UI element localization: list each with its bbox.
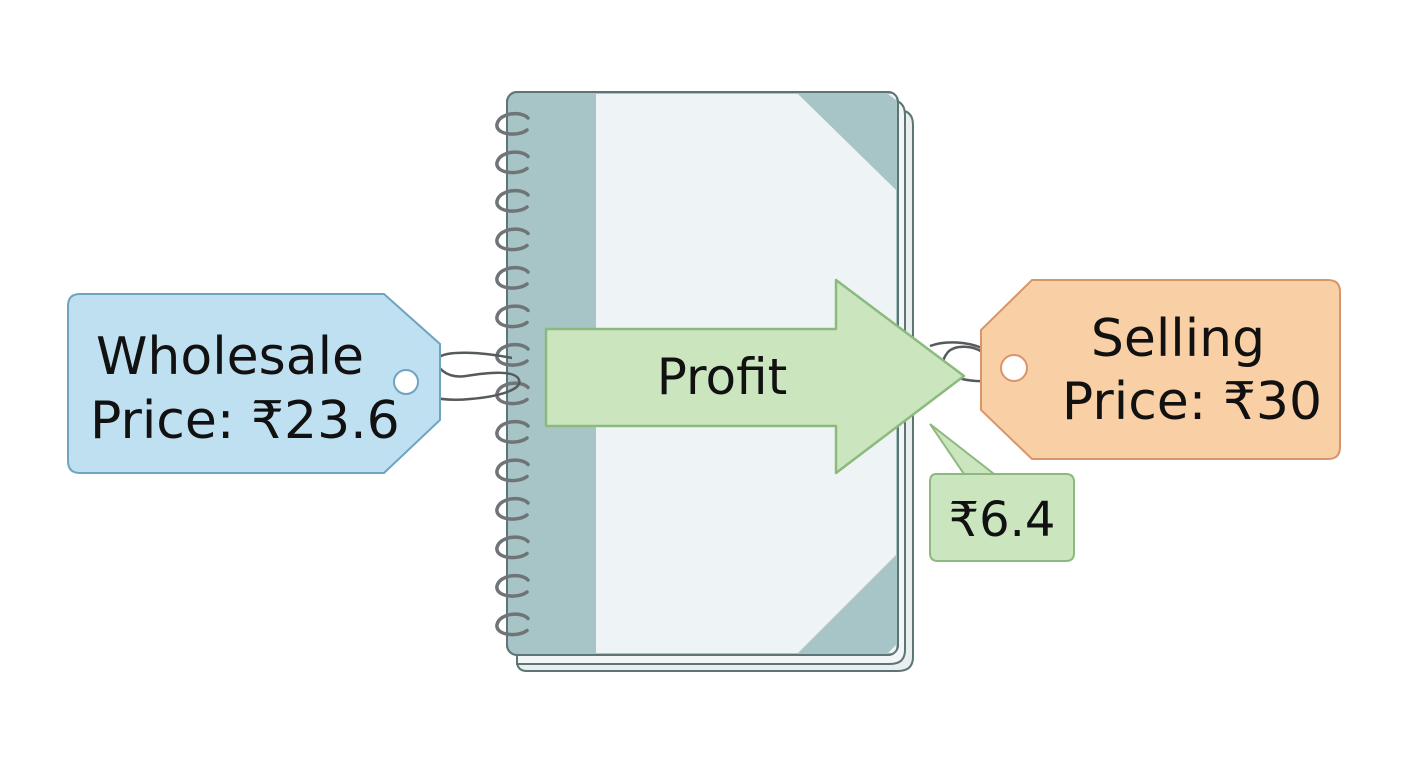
selling-price-tag: Selling Price: ₹30 bbox=[980, 279, 1341, 460]
spiral-ring bbox=[495, 419, 530, 444]
spiral-ring bbox=[495, 265, 530, 290]
notebook-corner-top bbox=[798, 94, 896, 190]
profit-callout: ₹6.4 bbox=[929, 423, 1075, 562]
spiral-ring bbox=[495, 111, 530, 136]
selling-tag-body bbox=[980, 279, 1341, 460]
spiral-ring bbox=[495, 150, 530, 175]
profit-callout-value: ₹6.4 bbox=[949, 492, 1056, 548]
wholesale-tag-hole bbox=[393, 369, 419, 395]
spiral-ring bbox=[495, 458, 530, 483]
spiral-ring bbox=[495, 496, 530, 521]
spiral-ring bbox=[495, 573, 530, 598]
wholesale-tag-line1: Wholesale bbox=[96, 327, 364, 387]
spiral-ring bbox=[495, 304, 530, 329]
selling-tag-line1: Selling bbox=[1091, 309, 1265, 369]
profit-arrow: Profit bbox=[544, 278, 966, 475]
wholesale-tag-string bbox=[405, 351, 521, 401]
wholesale-tag-body bbox=[67, 293, 441, 474]
profit-arrow-label: Profit bbox=[657, 348, 787, 406]
spiral-ring bbox=[495, 535, 530, 560]
selling-tag-hole bbox=[1000, 354, 1028, 382]
spiral-ring bbox=[495, 612, 530, 637]
arrow-tag-string bbox=[929, 341, 983, 350]
selling-tag-line2: Price: ₹30 bbox=[1062, 372, 1322, 432]
spiral-ring bbox=[495, 188, 530, 213]
wholesale-price-tag: Wholesale Price: ₹23.6 bbox=[67, 293, 441, 474]
profit-arrow-body bbox=[544, 278, 966, 475]
profit-callout-bubble bbox=[929, 423, 1075, 562]
notebook-corner-bottom bbox=[798, 555, 896, 653]
wholesale-tag-line2: Price: ₹23.6 bbox=[90, 391, 400, 451]
spiral-ring bbox=[495, 227, 530, 252]
